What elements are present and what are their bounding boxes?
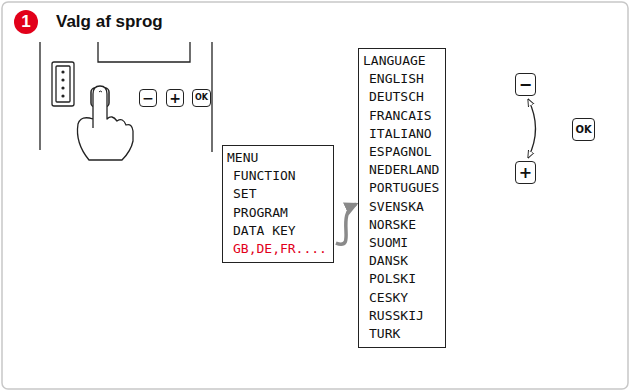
- menu-item: FRANCAIS: [363, 107, 439, 125]
- fingernail: [99, 91, 102, 92]
- pressing-hand: [77, 86, 133, 160]
- heading: Valg af sprog: [56, 12, 163, 32]
- menu-item: GB,DE,FR....: [227, 240, 327, 258]
- menu-item: CESKY: [363, 289, 439, 307]
- menu-item: POLSKI: [363, 270, 439, 288]
- menu-item: DEUTSCH: [363, 88, 439, 106]
- menu-item: ITALIANO: [363, 125, 439, 143]
- display-screen: MENUFUNCTIONSETPROGRAMDATA KEYGB,DE,FR..…: [222, 145, 334, 263]
- menu-item: SET: [227, 185, 327, 203]
- menu-item: ENGLISH: [363, 70, 439, 88]
- menu-item: FUNCTION: [227, 167, 327, 185]
- control-button: OK: [192, 89, 211, 107]
- button-label: +: [519, 165, 532, 181]
- menu-item: SVENSKA: [363, 198, 439, 216]
- control-button: −: [139, 89, 157, 107]
- connector-arrow: [529, 100, 536, 157]
- button-label: OK: [575, 125, 591, 135]
- menu-item: NORSKE: [363, 216, 439, 234]
- display-screen: LANGUAGEENGLISHDEUTSCHFRANCAISITALIANOES…: [358, 48, 446, 348]
- menu-item: PORTUGUES: [363, 179, 439, 197]
- menu-item: NEDERLAND: [363, 161, 439, 179]
- menu-item: ESPAGNOL: [363, 143, 439, 161]
- menu-item: PROGRAM: [227, 204, 327, 222]
- button-label: OK: [195, 94, 208, 102]
- menu-item: TURK: [363, 325, 439, 343]
- button-label: −: [519, 77, 532, 93]
- callout-number: 1: [14, 10, 38, 34]
- menu-item: LANGUAGE: [363, 52, 439, 70]
- control-button: −: [515, 73, 536, 96]
- menu-item: MENU: [227, 149, 327, 167]
- button-label: −: [142, 91, 154, 105]
- menu-item: SUOMI: [363, 234, 439, 252]
- control-button: OK: [572, 118, 595, 141]
- button-label: +: [169, 91, 181, 105]
- control-button: +: [166, 89, 184, 107]
- menu-item: DATA KEY: [227, 222, 327, 240]
- menu-item: DANSK: [363, 252, 439, 270]
- connector-arrow: [336, 204, 356, 244]
- menu-item: RUSSKIJ: [363, 307, 439, 325]
- connector-dots: [61, 70, 64, 97]
- control-button: +: [515, 161, 536, 184]
